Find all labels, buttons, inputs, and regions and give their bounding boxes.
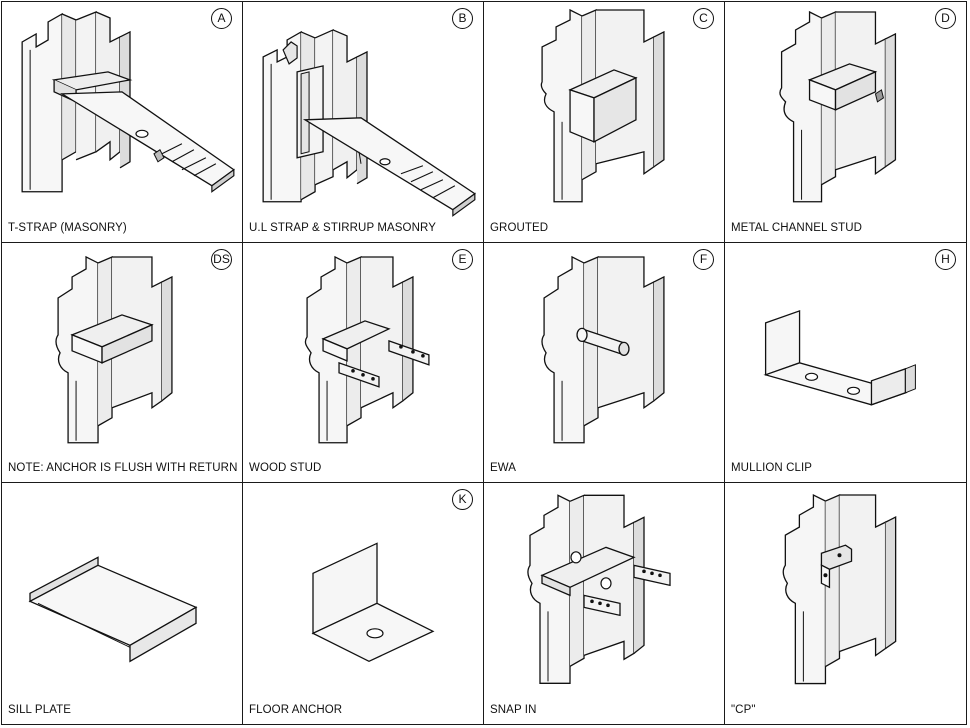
panel-badge: A: [211, 8, 232, 29]
panel-grouted: C GROUTED: [484, 2, 725, 243]
panel-caption: U.L STRAP & STIRRUP MASONRY: [249, 221, 436, 234]
panel-t-strap: A T-STRAP (MASONRY): [2, 2, 243, 243]
panel-badge: DS: [211, 248, 232, 270]
panel-badge: D: [935, 8, 956, 29]
panel-caption: SILL PLATE: [8, 704, 72, 716]
panel-floor-anchor: K FLOOR ANCHOR: [243, 483, 484, 724]
panel-caption: T-STRAP (MASONRY): [8, 221, 127, 234]
panel-caption: GROUTED: [490, 221, 549, 234]
panel-flush-anchor: DS NOTE: ANCHOR IS FLUSH WITH RETURN: [2, 242, 243, 484]
panel-badge: H: [935, 248, 956, 270]
metal-channel-stud-illustration: [725, 2, 966, 242]
grouted-illustration: [484, 2, 724, 242]
panel-cp: "CP": [725, 483, 966, 724]
panel-mullion-clip: H MULLION CLIP: [725, 243, 966, 484]
panel-badge: E: [452, 248, 473, 270]
panel-sill-plate: SILL PLATE: [2, 483, 243, 724]
panel-caption: "CP": [731, 704, 756, 716]
ewa-illustration: [484, 243, 724, 483]
panel-snap-in: SNAP IN: [484, 483, 725, 724]
panel-caption: METAL CHANNEL STUD: [731, 221, 863, 234]
sill-plate-illustration: [2, 483, 242, 724]
panel-caption: FLOOR ANCHOR: [249, 704, 343, 716]
floor-anchor-illustration: [243, 483, 483, 724]
panel-badge: F: [693, 248, 714, 270]
panel-caption: MULLION CLIP: [731, 462, 813, 475]
panel-ul-strap: B U.L STRAP & STIRRUP MASONRY: [243, 2, 484, 243]
panel-caption: EWA: [490, 462, 517, 475]
panel-caption: WOOD STUD: [249, 462, 322, 475]
panel-metal-channel-stud: D METAL CHANNEL STUD: [725, 2, 966, 243]
panel-wood-stud: E WOOD STUD: [243, 242, 484, 484]
mullion-clip-illustration: [725, 243, 966, 483]
t-strap-illustration: [2, 2, 242, 242]
flush-anchor-illustration: [2, 243, 242, 483]
snap-in-illustration: [484, 483, 724, 724]
panel-badge: C: [693, 8, 714, 29]
panel-badge: B: [452, 8, 473, 29]
panel-caption: NOTE: ANCHOR IS FLUSH WITH RETURN: [8, 462, 238, 475]
cp-illustration: [725, 483, 966, 724]
wood-stud-illustration: [243, 243, 483, 483]
ul-strap-illustration: [243, 2, 483, 242]
panel-badge: K: [452, 489, 473, 511]
panel-caption: SNAP IN: [490, 704, 537, 716]
panel-ewa: F EWA: [484, 242, 725, 484]
